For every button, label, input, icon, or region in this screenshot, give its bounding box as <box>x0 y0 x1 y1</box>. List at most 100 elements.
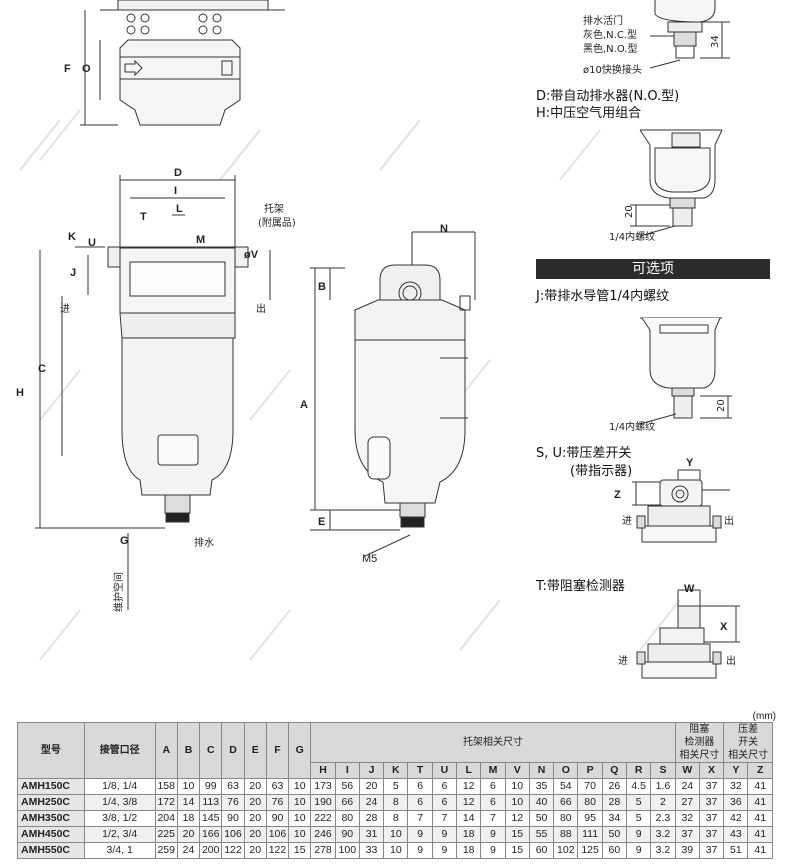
header-G: G <box>288 722 312 779</box>
value-cell: 122 <box>221 842 245 859</box>
value-cell: 37 <box>698 810 725 827</box>
value-cell: 10 <box>288 810 312 827</box>
value-cell: 55 <box>528 826 555 843</box>
header-X: X <box>698 762 725 779</box>
header-F: F <box>265 722 290 779</box>
value-cell: 15 <box>504 842 530 859</box>
header-K: K <box>383 762 409 779</box>
header-C: C <box>199 722 223 779</box>
dim-34-label: 34 <box>710 35 721 48</box>
header-B: B <box>176 722 201 779</box>
value-cell: 2 <box>650 794 676 811</box>
value-cell: 56 <box>334 778 360 795</box>
dps-line-1: 压差 <box>738 724 759 735</box>
dim-20-label-b: 20 <box>716 399 727 412</box>
dim-20-label-a: 20 <box>624 205 635 218</box>
clog-detector-detail <box>636 589 740 679</box>
quarter-thread-label-a: 1/4内螺纹 <box>609 230 655 243</box>
bracket-label: 托架 <box>264 202 284 215</box>
value-cell: 27 <box>674 794 700 811</box>
dps-line-3: 相关尺寸 <box>728 750 769 761</box>
value-cell: 90 <box>334 826 360 843</box>
value-cell: 3.2 <box>650 842 676 859</box>
value-cell: 51 <box>723 842 749 859</box>
caption-SU-2: (带指示器) <box>570 464 632 479</box>
dim-V-label: øV <box>244 249 259 261</box>
value-cell: 9 <box>480 842 506 859</box>
value-cell: 10 <box>504 778 530 795</box>
value-cell: 190 <box>310 794 336 811</box>
value-cell: 20 <box>243 794 267 811</box>
options-header-bar: 可选项 <box>536 259 770 279</box>
t-inlet-label: 进 <box>618 655 628 667</box>
dim-G-label: G <box>120 535 129 547</box>
header-clog-group: 阻塞 检测器 相关尺寸 <box>674 722 725 763</box>
value-cell: 60 <box>528 842 555 859</box>
dps-line-2: 开关 <box>738 737 759 748</box>
dim-F-label: F <box>64 63 71 75</box>
value-cell: 50 <box>601 826 628 843</box>
value-cell: 34 <box>601 810 628 827</box>
value-cell: 15 <box>504 826 530 843</box>
value-cell: 20 <box>243 842 267 859</box>
value-cell: 37 <box>698 794 725 811</box>
value-cell: 37 <box>698 842 725 859</box>
value-cell: 8 <box>383 794 409 811</box>
header-E: E <box>243 722 267 779</box>
value-cell: 6 <box>431 794 458 811</box>
value-cell: 63 <box>265 778 290 795</box>
dim-D-label: D <box>174 167 182 179</box>
quarter-thread-label-b: 1/4内螺纹 <box>609 420 655 433</box>
header-M: M <box>480 762 506 779</box>
value-cell: 32 <box>723 778 749 795</box>
header-port: 接管口径 <box>83 722 156 779</box>
clog-line-2: 检测器 <box>684 737 715 748</box>
caption-SU-1: S, U:带压差开关 <box>536 446 631 461</box>
drain-guide-detail <box>639 317 732 425</box>
value-cell: 70 <box>577 778 603 795</box>
value-cell: 14 <box>176 794 201 811</box>
value-cell: 259 <box>154 842 178 859</box>
value-cell: 41 <box>747 842 773 859</box>
clog-line-3: 相关尺寸 <box>679 750 720 761</box>
dim-O-label: O <box>82 63 91 75</box>
header-T: T <box>407 762 433 779</box>
value-cell: 41 <box>747 810 773 827</box>
value-cell: 12 <box>504 810 530 827</box>
value-cell: 5 <box>626 810 652 827</box>
header-R: R <box>626 762 652 779</box>
value-cell: 106 <box>265 826 290 843</box>
maintenance-space-label: 维护空间 <box>112 572 125 612</box>
header-U: U <box>431 762 458 779</box>
side-view <box>310 231 476 557</box>
dim-W-label: W <box>684 583 695 595</box>
su-inlet-label: 进 <box>622 515 632 527</box>
value-cell: 1/4, 3/8 <box>83 794 156 811</box>
value-cell: 158 <box>154 778 178 795</box>
value-cell: 225 <box>154 826 178 843</box>
value-cell: 10 <box>288 826 312 843</box>
value-cell: 4.5 <box>626 778 652 795</box>
auto-drain-detail <box>630 129 723 237</box>
watermark-logo <box>19 109 681 661</box>
dim-N-label: N <box>440 223 448 235</box>
dim-T-label: T <box>140 211 147 223</box>
value-cell: 3/4, 1 <box>83 842 156 859</box>
header-N: N <box>528 762 555 779</box>
top-view <box>80 0 285 126</box>
dim-L-label: L <box>176 203 183 215</box>
value-cell: 18 <box>176 810 201 827</box>
value-cell: 10 <box>288 778 312 795</box>
value-cell: 5 <box>626 794 652 811</box>
value-cell: 32 <box>674 810 700 827</box>
value-cell: 63 <box>221 778 245 795</box>
value-cell: 6 <box>480 778 506 795</box>
value-cell: 6 <box>431 778 458 795</box>
technical-drawing: F O D I L T M K U J øV H C G 托架 (附属品) 进 … <box>16 0 740 679</box>
dim-M-label: M <box>196 234 205 246</box>
value-cell: 106 <box>221 826 245 843</box>
